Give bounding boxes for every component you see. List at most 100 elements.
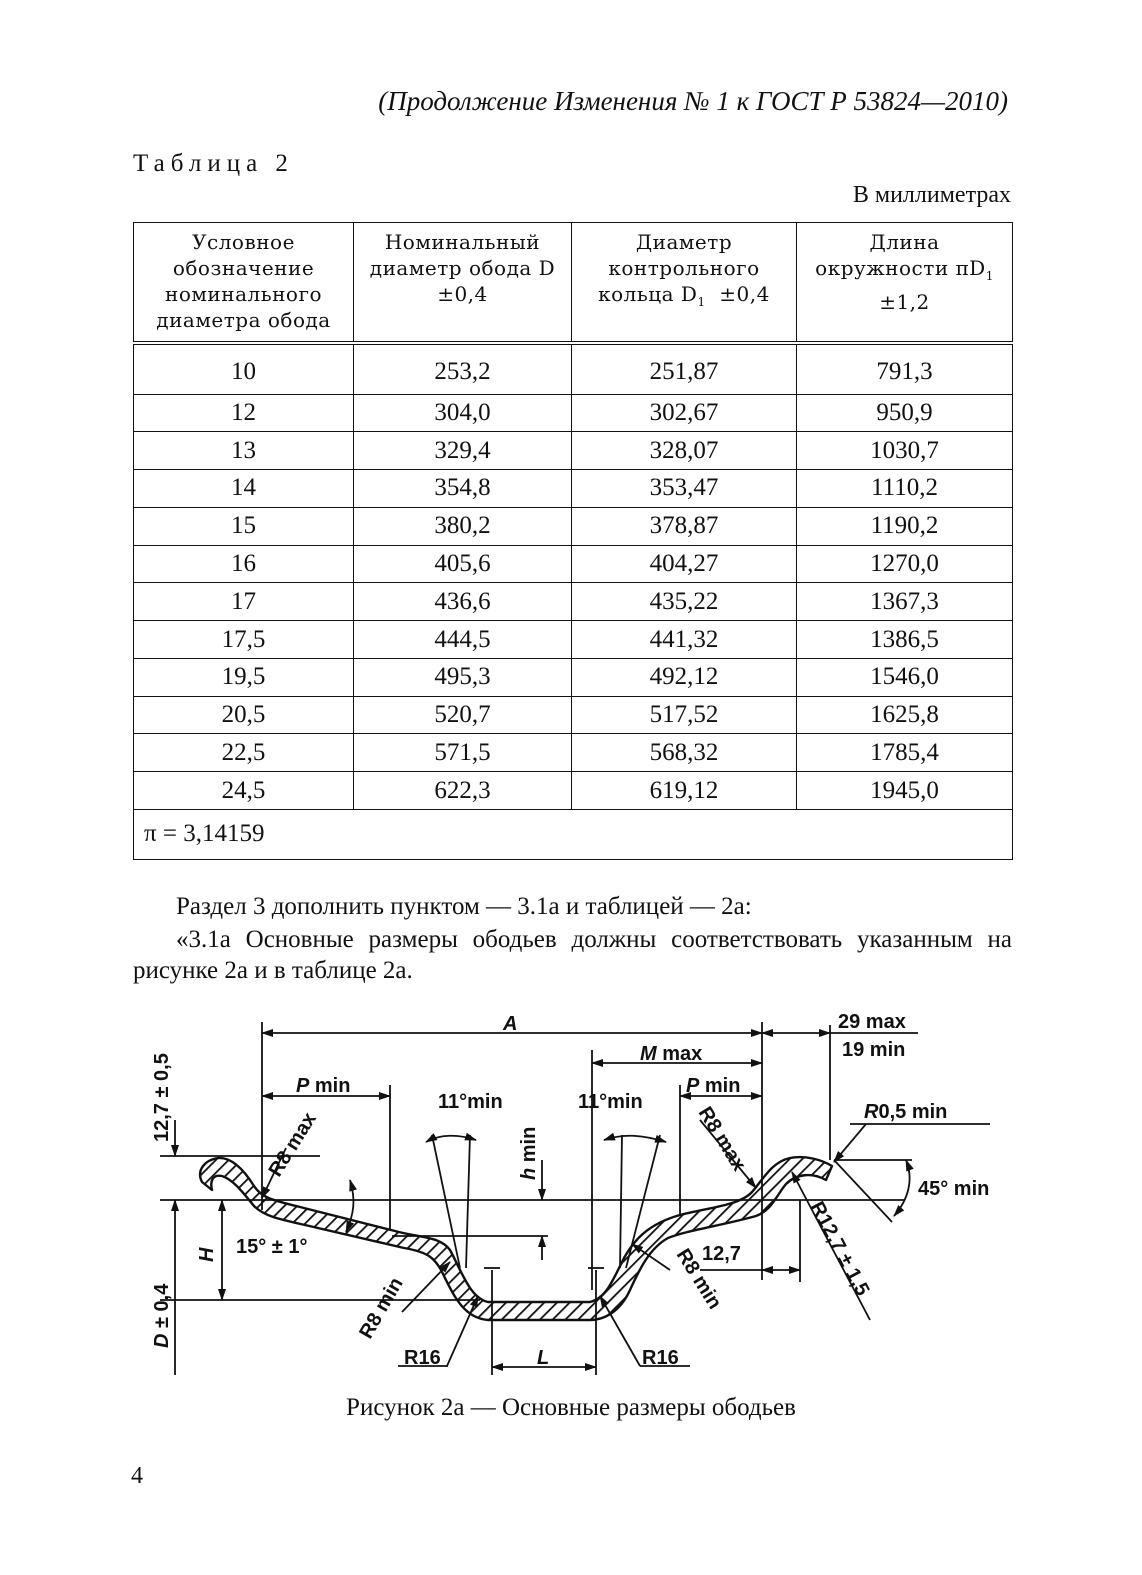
label-R12-7: R12,7 ± 1,5 <box>806 1198 874 1300</box>
header-circumference: Длина окружности πD1 ±1,2 <box>796 222 1013 345</box>
table-header-row: Условное обозначение номинального диамет… <box>133 222 1013 345</box>
table-cell: 791,3 <box>796 342 1013 395</box>
label-45-min: 45° min <box>918 1178 989 1200</box>
table-cell: 568,32 <box>571 733 797 773</box>
label-L: L <box>537 1347 549 1369</box>
label-H: H <box>196 1247 218 1262</box>
table-cell: 328,07 <box>571 431 797 471</box>
table-cell: 304,0 <box>353 393 572 433</box>
table-cell: 517,52 <box>571 695 797 735</box>
table-cell: 16 <box>133 544 354 584</box>
header-nominal-diameter: Номинальный диаметр обода D ±0,4 <box>353 222 572 345</box>
table-cell: 1110,2 <box>796 469 1013 508</box>
table-cell: 14 <box>133 469 354 508</box>
table-cell: 436,6 <box>353 582 572 622</box>
table-cell: 24,5 <box>133 771 354 810</box>
label-D-tolerance: D ± 0,4 <box>151 1283 173 1348</box>
table-cell: 495,3 <box>353 657 572 697</box>
label-12-7-height: 12,7 ± 0,5 <box>151 1053 173 1142</box>
header-designation: Условное обозначение номинального диамет… <box>133 222 354 345</box>
table-cell: 378,87 <box>571 506 797 546</box>
table-cell: 22,5 <box>133 733 354 773</box>
table-cell: 444,5 <box>353 620 572 659</box>
table-cell: 435,22 <box>571 582 797 622</box>
table-cell: 622,3 <box>353 771 572 810</box>
table-cell: 15 <box>133 506 354 546</box>
table-cell: 20,5 <box>133 695 354 735</box>
label-R8-max-left: R8 max <box>265 1109 321 1181</box>
table-cell: 1270,0 <box>796 544 1013 584</box>
label-12-7: 12,7 <box>702 1243 741 1265</box>
table-cell: 17,5 <box>133 620 354 659</box>
label-R8-min-left: R8 min <box>355 1274 407 1343</box>
paragraph-3-1a: «3.1а Основные размеры ободьев должны со… <box>133 926 1012 984</box>
table-cell: 302,67 <box>571 393 797 433</box>
paragraph-section3: Раздел 3 дополнить пунктом — 3.1а и табл… <box>176 893 752 920</box>
label-h-min: h min <box>518 1127 540 1180</box>
page-number: 4 <box>131 1463 143 1489</box>
table-cell: 354,8 <box>353 469 572 508</box>
table-cell: 13 <box>133 431 354 471</box>
label-11-min-right: 11°min <box>578 1091 643 1113</box>
table-note: π = 3,14159 <box>133 808 1013 861</box>
table-cell: 1367,3 <box>796 582 1013 622</box>
figure-caption: Рисунок 2а — Основные размеры ободьев <box>346 1394 796 1421</box>
table-cell: 619,12 <box>571 771 797 810</box>
rim-profile-figure: A M max P min P min 29 max 19 min R0,5 m… <box>151 1011 990 1375</box>
label-R16-right: R16 <box>642 1347 679 1369</box>
label-R16-left: R16 <box>404 1347 441 1369</box>
table-cell: 1625,8 <box>796 695 1013 735</box>
running-head: (Продолжение Изменения № 1 к ГОСТ Р 5382… <box>378 86 1008 116</box>
label-M-max: M max <box>640 1043 702 1065</box>
label-R0-5-min: R0,5 min <box>864 1101 947 1123</box>
table-cell: 1030,7 <box>796 431 1013 471</box>
table-note-row: π = 3,14159 <box>133 808 1013 861</box>
table-cell: 17 <box>133 582 354 622</box>
table-units: В миллиметрах <box>852 182 1011 208</box>
label-P-min-right: P min <box>686 1075 740 1097</box>
table-cell: 329,4 <box>353 431 572 471</box>
table-cell: 353,47 <box>571 469 797 508</box>
table-cell: 404,27 <box>571 544 797 584</box>
label-11-min-left: 11°min <box>438 1091 503 1113</box>
table-cell: 520,7 <box>353 695 572 735</box>
table-cell: 10 <box>133 342 354 395</box>
table-cell: 441,32 <box>571 620 797 659</box>
table-cell: 1190,2 <box>796 506 1013 546</box>
table-cell: 571,5 <box>353 733 572 773</box>
label-A: A <box>502 1013 517 1035</box>
table-cell: 251,87 <box>571 342 797 395</box>
label-29-max: 29 max <box>838 1011 906 1033</box>
table-cell: 1785,4 <box>796 733 1013 773</box>
table-cell: 950,9 <box>796 393 1013 433</box>
label-15-deg: 15° ± 1° <box>236 1236 307 1258</box>
rim-profile <box>198 1155 834 1322</box>
label-19-min: 19 min <box>842 1039 905 1061</box>
rim-dimensions-table: Условное обозначение номинального диамет… <box>133 222 1013 861</box>
table-title: Таблица 2 <box>133 150 294 177</box>
table-cell: 1386,5 <box>796 620 1013 659</box>
table-cell: 405,6 <box>353 544 572 584</box>
dimension-lines <box>160 1022 990 1375</box>
table-cell: 253,2 <box>353 342 572 395</box>
table-cell: 1945,0 <box>796 771 1013 810</box>
table-cell: 492,12 <box>571 657 797 697</box>
label-R8-max-right: R8 max <box>694 1103 750 1175</box>
header-control-ring-diameter: Диаметр контрольного кольца D1 ±0,4 <box>571 222 797 345</box>
table-cell: 380,2 <box>353 506 572 546</box>
table-cell: 1546,0 <box>796 657 1013 697</box>
label-P-min-left: P min <box>296 1075 350 1097</box>
table-cell: 12 <box>133 393 354 433</box>
